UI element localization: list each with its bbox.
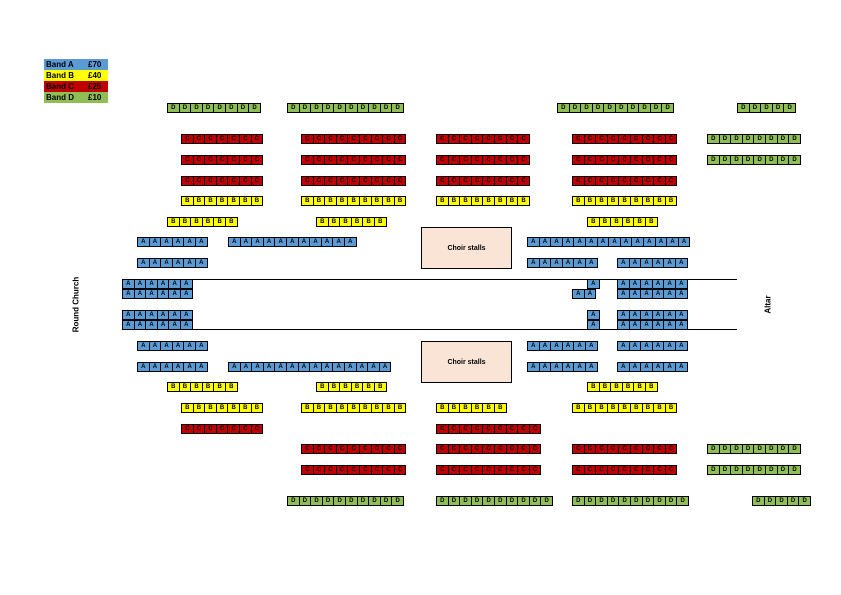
- seat-band-a[interactable]: A: [675, 320, 688, 330]
- legend-band-price: £25: [88, 82, 102, 91]
- seat-band-c[interactable]: C: [250, 424, 264, 434]
- legend-band-c: Band C £25: [44, 81, 108, 92]
- legend-band-d: Band D £10: [44, 92, 108, 103]
- price-legend: Band A £70 Band B £40 Band C £25 Band D …: [44, 59, 108, 103]
- seat-band-a[interactable]: A: [585, 362, 598, 372]
- seat-band-a[interactable]: A: [180, 310, 193, 320]
- seat-band-a[interactable]: A: [675, 258, 688, 268]
- seat-band-b[interactable]: B: [664, 403, 678, 413]
- seat-band-d[interactable]: D: [798, 496, 811, 506]
- seat-band-a[interactable]: A: [587, 320, 600, 330]
- choir-stalls-label: Choir stalls: [447, 358, 486, 366]
- seat-band-d[interactable]: D: [788, 465, 801, 475]
- seat-band-a[interactable]: A: [587, 279, 600, 289]
- altar-label: Altar: [763, 295, 773, 314]
- choir-stalls-south: Choir stalls: [421, 341, 512, 383]
- seat-band-a[interactable]: A: [675, 362, 688, 372]
- seat-band-c[interactable]: C: [664, 134, 678, 144]
- seat-band-c[interactable]: C: [250, 134, 264, 144]
- seat-band-b[interactable]: B: [393, 403, 407, 413]
- seat-band-c[interactable]: C: [517, 155, 530, 165]
- legend-band-name: Band B: [46, 71, 74, 80]
- choir-stalls-label: Choir stalls: [447, 244, 486, 252]
- seat-band-d[interactable]: D: [391, 103, 404, 113]
- seat-band-c[interactable]: C: [250, 155, 264, 165]
- seat-band-c[interactable]: C: [664, 444, 678, 454]
- seat-band-c[interactable]: C: [393, 134, 407, 144]
- legend-band-b: Band B £40: [44, 70, 108, 81]
- seat-band-a[interactable]: A: [180, 279, 193, 289]
- seat-band-d[interactable]: D: [661, 103, 674, 113]
- legend-band-name: Band C: [46, 82, 74, 91]
- seat-band-b[interactable]: B: [225, 217, 238, 227]
- choir-stalls-north: Choir stalls: [421, 227, 512, 269]
- seat-band-d[interactable]: D: [788, 444, 801, 454]
- seat-band-c[interactable]: C: [393, 155, 407, 165]
- seat-band-b[interactable]: B: [517, 196, 530, 206]
- seat-band-d[interactable]: D: [248, 103, 261, 113]
- seat-band-a[interactable]: A: [585, 258, 598, 268]
- seat-band-a[interactable]: A: [180, 320, 193, 330]
- seat-band-a[interactable]: A: [195, 258, 208, 268]
- seat-band-d[interactable]: D: [391, 496, 404, 506]
- seat-band-c[interactable]: C: [517, 176, 530, 186]
- aisle-line-top: [122, 279, 737, 280]
- seat-band-d[interactable]: D: [540, 496, 553, 506]
- seat-band-a[interactable]: A: [344, 237, 357, 247]
- seat-band-d[interactable]: D: [783, 103, 796, 113]
- seat-band-d[interactable]: D: [788, 134, 801, 144]
- legend-band-a: Band A £70: [44, 59, 108, 70]
- seat-band-a[interactable]: A: [677, 237, 691, 247]
- seat-band-b[interactable]: B: [393, 196, 407, 206]
- seat-band-d[interactable]: D: [788, 155, 801, 165]
- seat-band-c[interactable]: C: [528, 424, 542, 434]
- seat-band-b[interactable]: B: [494, 403, 507, 413]
- seat-band-b[interactable]: B: [374, 217, 387, 227]
- seat-band-a[interactable]: A: [195, 237, 208, 247]
- seat-band-b[interactable]: B: [645, 382, 658, 392]
- seat-band-b[interactable]: B: [664, 196, 678, 206]
- seat-band-a[interactable]: A: [583, 289, 597, 299]
- legend-band-name: Band D: [46, 93, 74, 102]
- seat-band-b[interactable]: B: [374, 382, 387, 392]
- seat-band-a[interactable]: A: [585, 341, 598, 351]
- seat-band-a[interactable]: A: [195, 362, 208, 372]
- round-church-label: Round Church: [71, 276, 81, 333]
- seat-band-c[interactable]: C: [528, 444, 542, 454]
- seat-band-a[interactable]: A: [195, 341, 208, 351]
- seat-band-c[interactable]: C: [664, 176, 678, 186]
- seat-band-a[interactable]: A: [180, 289, 193, 299]
- seat-band-c[interactable]: C: [664, 465, 678, 475]
- legend-band-price: £40: [88, 71, 102, 80]
- seat-band-a[interactable]: A: [675, 310, 688, 320]
- seat-band-b[interactable]: B: [250, 196, 264, 206]
- seat-band-a[interactable]: A: [378, 362, 392, 372]
- seat-band-b[interactable]: B: [250, 403, 264, 413]
- seat-band-a[interactable]: A: [675, 279, 688, 289]
- legend-band-price: £70: [88, 60, 102, 69]
- seat-band-b[interactable]: B: [225, 382, 238, 392]
- seat-band-c[interactable]: C: [393, 444, 407, 454]
- legend-band-price: £10: [88, 93, 102, 102]
- seat-band-a[interactable]: A: [675, 289, 688, 299]
- seat-band-c[interactable]: C: [393, 465, 407, 475]
- seat-band-c[interactable]: C: [250, 176, 264, 186]
- seat-band-c[interactable]: C: [528, 465, 542, 475]
- seat-band-c[interactable]: C: [393, 176, 407, 186]
- seat-band-b[interactable]: B: [645, 217, 658, 227]
- seat-band-c[interactable]: C: [664, 155, 678, 165]
- legend-band-name: Band A: [46, 60, 74, 69]
- seat-band-c[interactable]: C: [517, 134, 530, 144]
- seat-band-a[interactable]: A: [587, 310, 600, 320]
- seat-band-d[interactable]: D: [676, 496, 689, 506]
- aisle-line-bottom: [122, 329, 737, 330]
- seat-band-a[interactable]: A: [675, 341, 688, 351]
